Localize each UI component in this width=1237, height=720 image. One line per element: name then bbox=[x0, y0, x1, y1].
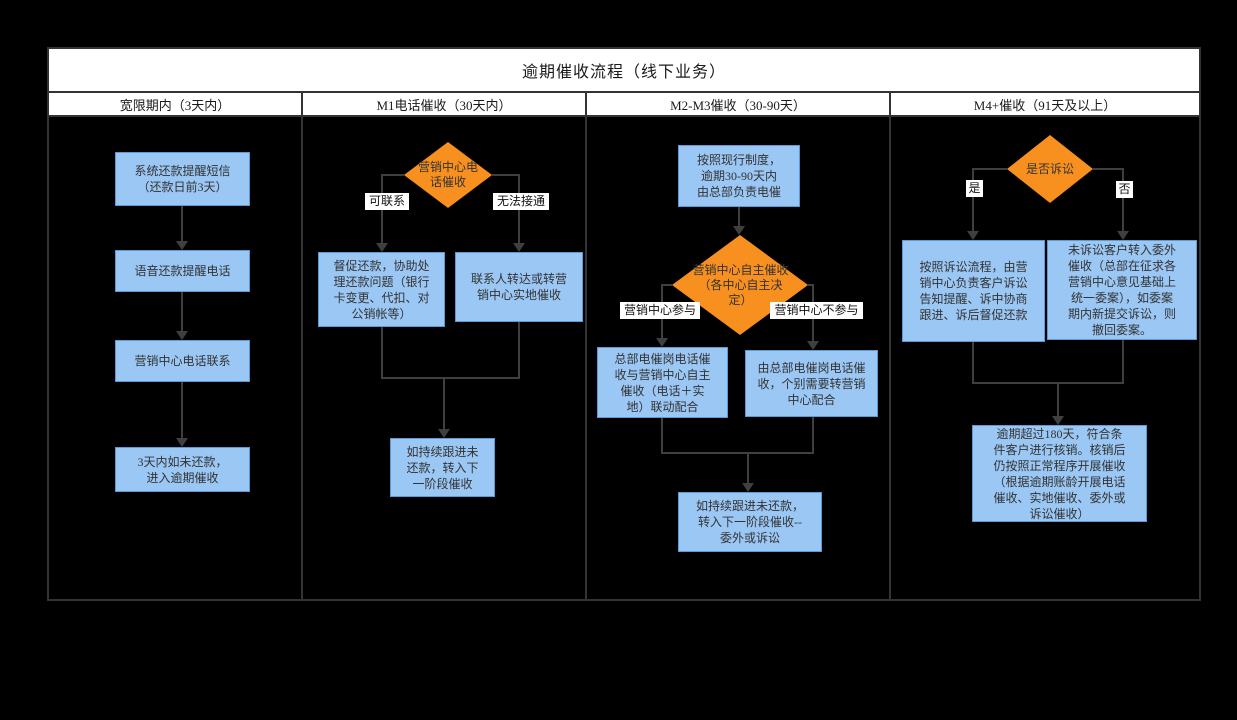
branch-label-center-participates: 营销中心参与 bbox=[620, 302, 700, 319]
node-marketing-center-call: 营销中心电话联系 bbox=[115, 340, 250, 382]
node-sms-reminder: 系统还款提醒短信 （还款日前3天） bbox=[115, 152, 250, 206]
node-voice-reminder: 语音还款提醒电话 bbox=[115, 250, 250, 292]
node-outsourced-collection: 未诉讼客户转入委外 催收（总部在征求各 营销中心意见基础上 统一委案），如委案 … bbox=[1047, 240, 1197, 340]
node-hq-phone-collection: 由总部电催岗电话催 收，个别需要转营销 中心配合 bbox=[745, 350, 878, 417]
decision-m1-phone-collection-label: 营销中心电 话催收 bbox=[417, 160, 478, 189]
node-m1-next-stage: 如持续跟进未 还款，转入下 一阶段催收 bbox=[390, 438, 495, 497]
lane-header-m1: M1电话催收（30天内） bbox=[303, 93, 587, 117]
node-urge-repayment: 督促还款，协助处 理还款问题（银行 卡变更、代扣、对 公销帐等） bbox=[318, 252, 445, 327]
branch-label-unreachable: 无法接通 bbox=[493, 193, 549, 210]
node-m2-m3-next-stage: 如持续跟进未还款， 转入下一阶段催收-- 委外或诉讼 bbox=[678, 492, 822, 552]
lane-header-m2-m3: M2-M3催收（30-90天） bbox=[587, 93, 891, 117]
node-contact-relay-field-collection: 联系人转达或转营 销中心实地催收 bbox=[455, 252, 583, 322]
node-current-policy: 按照现行制度， 逾期30-90天内 由总部负责电催 bbox=[678, 145, 800, 207]
lane-header-grace: 宽限期内（3天内） bbox=[49, 93, 303, 117]
node-joint-collection: 总部电催岗电话催 收与营销中心自主 催收（电话＋实 地）联动配合 bbox=[597, 347, 728, 418]
node-writeoff-continue-collection: 逾期超过180天，符合条 件客户进行核销。核销后 仍按照正常程序开展催收 （根据… bbox=[972, 425, 1147, 522]
node-enter-overdue-collection: 3天内如未还款， 进入逾期催收 bbox=[115, 447, 250, 492]
lane-header-row: 宽限期内（3天内） M1电话催收（30天内） M2-M3催收（30-90天） M… bbox=[49, 93, 1199, 117]
branch-label-yes: 是 bbox=[966, 180, 983, 197]
branch-label-no: 否 bbox=[1116, 181, 1133, 198]
branch-label-reachable: 可联系 bbox=[365, 193, 409, 210]
decision-litigation-or-not-label: 是否诉讼 bbox=[1025, 161, 1074, 176]
node-litigation-process: 按照诉讼流程，由营 销中心负责客户诉讼 告知提醒、诉中协商 跟进、诉后督促还款 bbox=[902, 240, 1045, 342]
page-title: 逾期催收流程（线下业务） bbox=[521, 64, 726, 81]
branch-label-center-not-participate: 营销中心不参与 bbox=[770, 302, 863, 319]
lane-header-m4: M4+催收（91天及以上） bbox=[891, 93, 1199, 117]
decision-center-self-collection-label: 营销中心自主催收 （各中心自主决 定） bbox=[692, 262, 789, 307]
title-band: 逾期催收流程（线下业务） bbox=[49, 49, 1199, 93]
